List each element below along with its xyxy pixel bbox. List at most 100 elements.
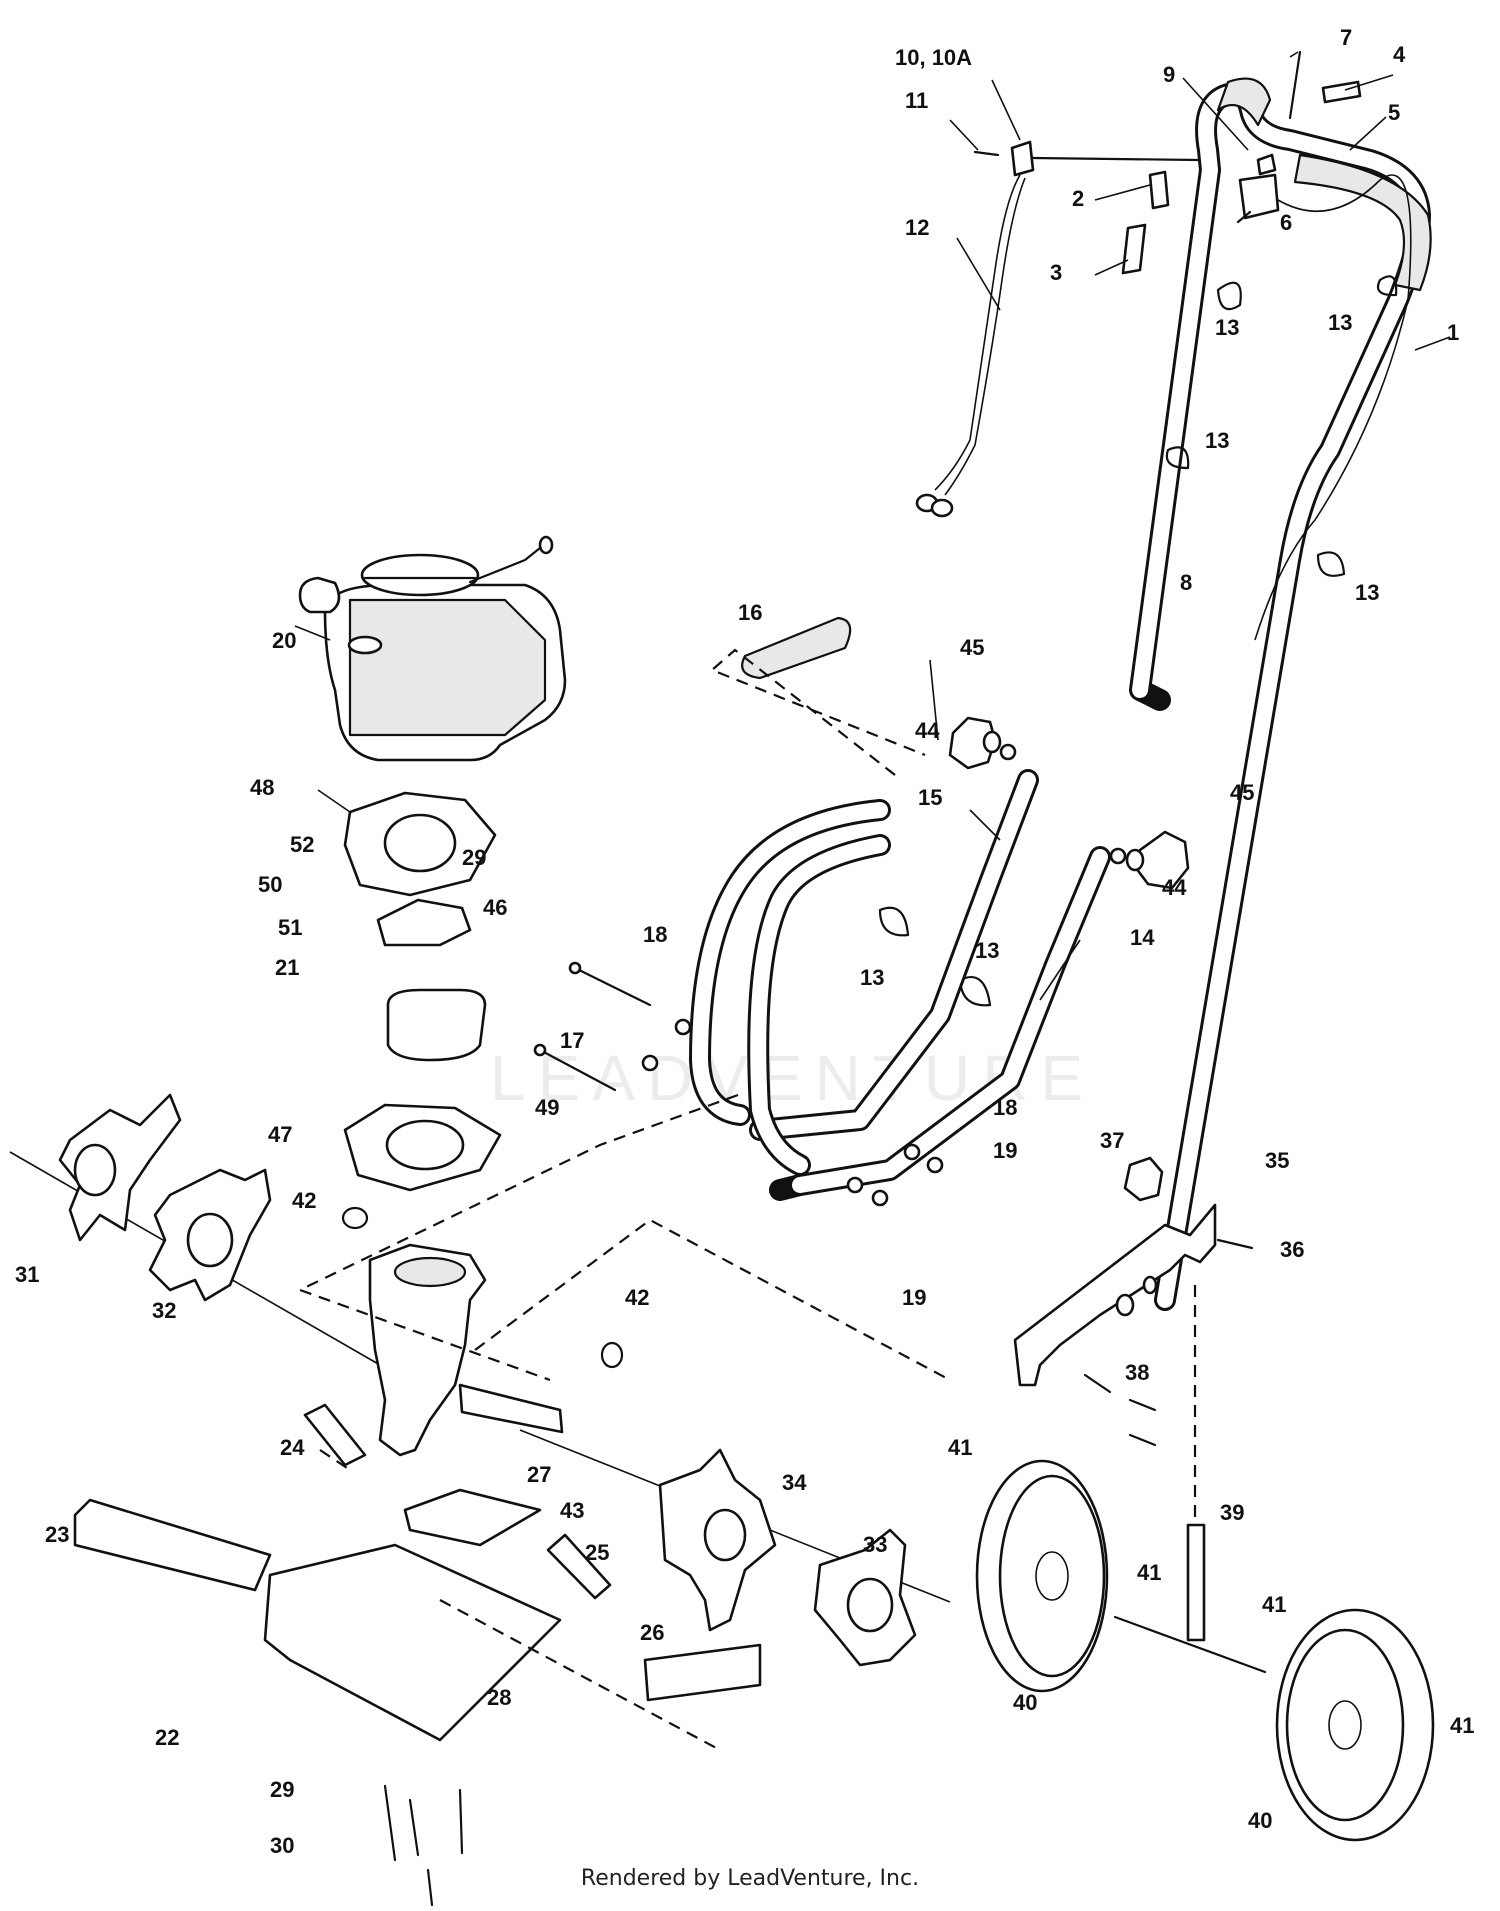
screw-7 (1288, 50, 1302, 120)
tine-31 (58, 1093, 182, 1242)
label-33: 33 (863, 1532, 887, 1557)
decal-2 (1148, 170, 1170, 210)
label-25: 25 (585, 1540, 609, 1565)
decal-24 (303, 1403, 367, 1467)
label-41-b: 41 (1137, 1560, 1161, 1585)
leader-lines (294, 51, 1451, 1001)
label-34: 34 (782, 1470, 807, 1495)
knob-44-lower (1125, 830, 1190, 890)
label-26: 26 (640, 1620, 664, 1645)
washer-18-lower (903, 1143, 921, 1161)
label-18-upper: 18 (643, 922, 667, 947)
label-7: 7 (1340, 25, 1352, 50)
label-13-d: 13 (1355, 580, 1379, 605)
bracket-43 (403, 1488, 542, 1547)
footer-credit: Rendered by LeadVenture, Inc. (580, 1866, 920, 1891)
screw-11 (973, 150, 1000, 157)
label-8: 8 (1180, 570, 1192, 595)
label-18-lower: 18 (993, 1095, 1017, 1120)
label-45-upper: 45 (960, 635, 984, 660)
label-35: 35 (1265, 1148, 1289, 1173)
washer-18-lowest (846, 1176, 864, 1194)
switch-assembly-6 (1236, 173, 1280, 224)
label-3: 3 (1050, 260, 1062, 285)
label-41-c: 41 (1262, 1592, 1286, 1617)
label-38: 38 (1125, 1360, 1149, 1385)
throttle-cable (1254, 174, 1412, 641)
bumper-frame (689, 799, 891, 1176)
label-40-right: 40 (1248, 1808, 1272, 1833)
decal-23 (73, 1498, 272, 1592)
label-50: 50 (258, 872, 282, 897)
hidden-lines (297, 648, 1197, 1751)
label-28: 28 (487, 1685, 511, 1710)
label-2: 2 (1072, 186, 1084, 211)
label-29-lower: 29 (270, 1777, 294, 1802)
bolt-36 (1216, 1238, 1254, 1250)
main-handle-grip-5 (1293, 153, 1432, 292)
engine-20 (298, 535, 567, 762)
bolts-17 (533, 961, 652, 1092)
washer-45-lower (1109, 847, 1127, 865)
label-30: 30 (270, 1833, 294, 1858)
label-9: 9 (1163, 62, 1175, 87)
bolts-30 (383, 1784, 464, 1907)
label-41-a: 41 (948, 1435, 972, 1460)
label-37: 37 (1100, 1128, 1124, 1153)
label-13-f: 13 (975, 938, 999, 963)
nut-19-b (871, 1189, 889, 1207)
label-31: 31 (15, 1262, 39, 1287)
wheel-40-left (975, 1459, 1109, 1693)
tine-31-hub (73, 1143, 117, 1197)
label-20: 20 (272, 628, 296, 653)
label-10-10a: 10, 10A (895, 45, 972, 70)
main-handle-1 (1129, 77, 1431, 1311)
tine-34-hub (703, 1508, 747, 1562)
hitch-pins-42 (341, 1206, 624, 1369)
mount-48-center (383, 813, 457, 873)
label-48: 48 (250, 775, 274, 800)
label-45-lower: 45 (1230, 780, 1254, 805)
label-19-lower: 19 (902, 1285, 926, 1310)
label-42-right: 42 (625, 1285, 649, 1310)
washer-18-upper (674, 1018, 692, 1036)
tine-32-hub (186, 1212, 234, 1268)
lower-handle-15 (749, 769, 1039, 1141)
knob-44-upper (948, 716, 1002, 770)
gearbox (368, 1243, 564, 1457)
decal-25 (546, 1533, 612, 1600)
wheel-40-right (1275, 1608, 1435, 1842)
label-17: 17 (560, 1028, 584, 1053)
label-44-lower: 44 (1162, 875, 1187, 900)
tine-shield-22 (263, 1543, 562, 1742)
nut-19-a (926, 1156, 944, 1174)
label-39: 39 (1220, 1500, 1244, 1525)
label-32: 32 (152, 1298, 176, 1323)
label-22: 22 (155, 1725, 179, 1750)
label-1: 1 (1447, 320, 1459, 345)
washer-45-upper (999, 743, 1017, 761)
wheel-axle-39 (1113, 1523, 1267, 1674)
grip-16 (741, 616, 852, 680)
tine-33-hub (846, 1577, 894, 1633)
housing-49-bore (385, 1119, 465, 1171)
knob-37 (1123, 1156, 1164, 1202)
stop-switch-10 (1010, 140, 1200, 177)
label-27: 27 (527, 1462, 551, 1487)
label-40-left: 40 (1013, 1690, 1037, 1715)
label-46: 46 (483, 895, 507, 920)
decal-26 (643, 1643, 762, 1702)
depth-bar-35 (1013, 1203, 1217, 1387)
cable-clips-13 (878, 275, 1398, 1007)
label-13-a: 13 (1215, 315, 1239, 340)
clutch-50 (376, 898, 472, 947)
label-13-c: 13 (1205, 428, 1229, 453)
label-11: 11 (905, 88, 928, 113)
label-42-left: 42 (292, 1188, 316, 1213)
washer-18-mid (641, 1054, 659, 1072)
label-13-b: 13 (1328, 310, 1352, 335)
label-52: 52 (290, 832, 314, 857)
label-48-near-49: 49 (535, 1095, 559, 1120)
label-29-upper: 29 (462, 845, 486, 870)
